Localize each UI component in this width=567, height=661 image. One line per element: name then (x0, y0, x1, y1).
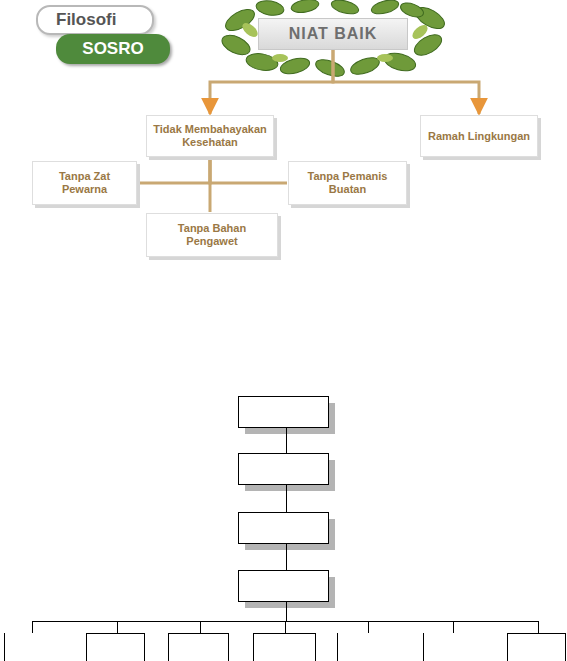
node-label: Filosofi (56, 10, 116, 30)
leaf-box: Tanpa Pemanis Buatan (288, 161, 407, 205)
node-label: Ramah Lingkungan (428, 130, 530, 143)
node-label: NIAT BAIK (289, 24, 378, 44)
tree-connector (210, 50, 333, 114)
org-lines (5, 428, 539, 661)
node-label: SOSRO (82, 39, 143, 59)
tree-connector (138, 157, 210, 183)
branch-box: Ramah Lingkungan (420, 115, 538, 157)
tree-connector (209, 157, 212, 212)
org-chart (5, 397, 566, 661)
node-label: Tidak Membahayakan Kesehatan (151, 123, 269, 149)
tree-connector (210, 157, 287, 183)
node-label: Tanpa Zat Pewarna (37, 170, 132, 196)
root-box: NIAT BAIK (258, 18, 408, 50)
tree-connector (333, 50, 479, 114)
title-pill: Filosofi (36, 5, 154, 35)
branch-box: Tidak Membahayakan Kesehatan (146, 115, 274, 157)
brand-pill: SOSRO (56, 34, 170, 64)
node-label: Tanpa Bahan Pengawet (151, 222, 273, 248)
node-label: Tanpa Pemanis Buatan (293, 170, 402, 196)
leaf-box: Tanpa Bahan Pengawet (146, 213, 278, 257)
leaf-box: Tanpa Zat Pewarna (32, 161, 137, 205)
